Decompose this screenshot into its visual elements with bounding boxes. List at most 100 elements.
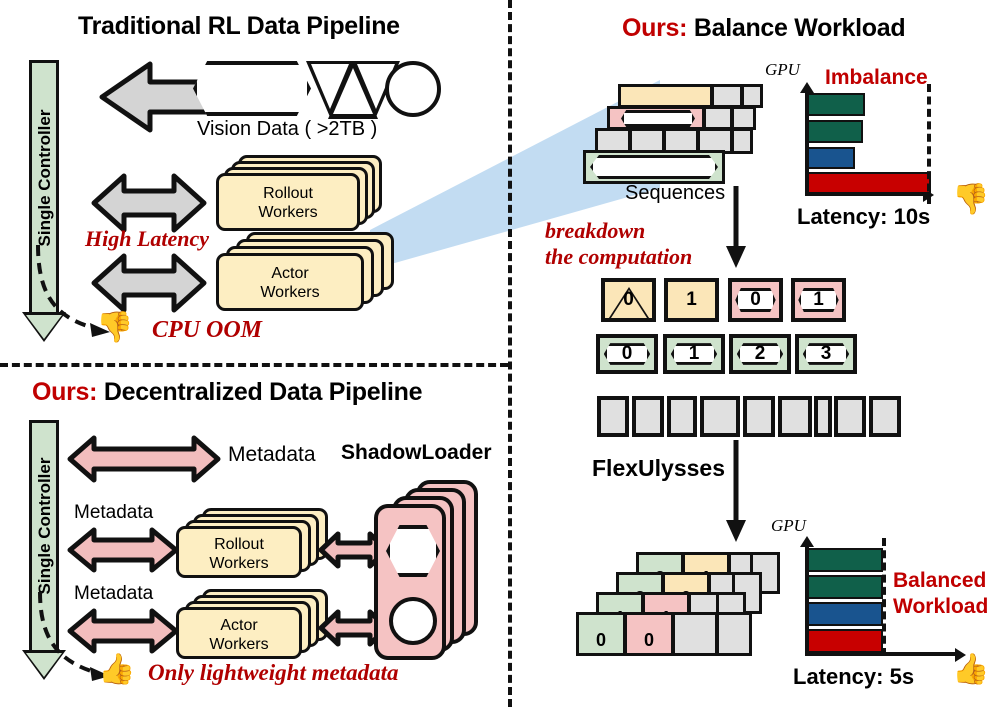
vision-circle-icon xyxy=(385,61,441,117)
balanced-chart-title: Balanced Workload xyxy=(893,568,988,620)
gray-strip-box-2 xyxy=(667,396,697,437)
thumb-up-icon-bottom: 👍 xyxy=(98,653,136,686)
ours-prefix-bottom-left: Ours: xyxy=(32,378,98,406)
gray-strip-box-4 xyxy=(743,396,775,437)
single-controller-label-bottom: Single Controller xyxy=(35,457,54,595)
breakdown-down-arrow xyxy=(726,186,746,268)
flexulysses-label: FlexUlysses xyxy=(592,455,725,481)
metadata-arrow-rollout xyxy=(66,526,180,574)
token-value-row1-3: 1 xyxy=(813,289,824,310)
cpu-oom-annotation: CPU OOM xyxy=(152,317,263,343)
flexulysses-down-arrow xyxy=(726,440,746,542)
thumb-down-icon-imbalance: 👎 xyxy=(952,183,990,216)
token-value-row1-1: 1 xyxy=(686,289,697,310)
metadata-arrow-long xyxy=(66,434,222,484)
page-title-traditional: Traditional RL Data Pipeline xyxy=(78,12,400,40)
actor-workers-label-bottom: Actor Workers xyxy=(209,617,269,653)
rollout-workers-label-top: Rollout Workers xyxy=(258,185,318,221)
rollout-workers-stack-bottom[interactable]: Rollout Workers xyxy=(176,508,336,588)
ours-prefix-right: Ours: xyxy=(622,14,688,42)
vision-hexagon-icon xyxy=(193,61,311,116)
token-value-row2-0: 0 xyxy=(621,343,633,364)
imbalance-chart: GPU Imbalance Latency: 10s xyxy=(765,60,995,229)
thumb-up-icon-balanced: 👍 xyxy=(952,653,990,686)
gray-strip-box-5 xyxy=(778,396,812,437)
actor-workers-stack-top[interactable]: Actor Workers xyxy=(216,232,396,320)
metadata-label-long: Metadata xyxy=(228,443,316,466)
connector-beam xyxy=(370,80,660,270)
token-value-row2-1: 1 xyxy=(688,343,700,364)
decentralized-title-rest: Decentralized Data Pipeline xyxy=(97,378,423,406)
imbalance-deadline-marker xyxy=(927,84,931,204)
bcard-front-1: 0 xyxy=(643,630,654,650)
imbalance-y-axis-label: GPU xyxy=(765,60,800,79)
balanced-bar-2 xyxy=(807,602,883,626)
imbalance-bar-3 xyxy=(807,172,931,194)
breakdown-line-2: the computation xyxy=(545,244,693,269)
balanced-deadline-marker xyxy=(882,538,886,656)
gray-strip-box-8 xyxy=(869,396,901,437)
gray-strip-box-3 xyxy=(700,396,740,437)
vision-data-label: Vision Data ( >2TB ) xyxy=(197,118,378,140)
token-hexagon-row2-0-icon xyxy=(603,343,651,365)
imbalance-x-axis-label: Latency: 10s xyxy=(797,204,931,229)
rollout-workers-stack-top[interactable]: Rollout Workers xyxy=(216,155,386,243)
balanced-chart: GPU Balanced Workload Latency: 5s xyxy=(771,512,995,689)
token-box-row2-1[interactable]: 1 xyxy=(663,334,725,374)
single-controller-arrow-top: Single Controller xyxy=(22,60,66,345)
page-title-ours-decentralized: Ours: Decentralized Data Pipeline xyxy=(32,378,423,407)
token-box-row1-3[interactable]: 1 xyxy=(791,278,846,322)
token-value-row1-2: 0 xyxy=(750,289,761,310)
token-value-row1-0: 0 xyxy=(623,289,634,310)
imbalance-chart-title: Imbalance xyxy=(825,66,928,89)
balanced-title-line1: Balanced xyxy=(893,569,987,592)
controller-to-metadata-dashed-arrow xyxy=(38,592,110,681)
token-value-row2-2: 2 xyxy=(754,343,766,364)
metadata-label-actor: Metadata xyxy=(74,583,154,604)
token-box-row1-0[interactable]: 0 xyxy=(601,278,656,322)
imbalance-bar-1 xyxy=(807,120,863,143)
shadowloader-label: ShadowLoader xyxy=(341,441,492,464)
imbalance-bar-2 xyxy=(807,147,855,169)
thumb-down-icon-top: 👎 xyxy=(96,311,134,344)
gray-strip-box-7 xyxy=(834,396,866,437)
token-hexagon-row1-3-icon xyxy=(798,287,839,313)
shadowloader-stack[interactable] xyxy=(374,480,504,660)
lightweight-metadata-annotation: Only lightweight metadata xyxy=(148,660,399,685)
token-hexagon-row2-1-icon xyxy=(670,343,718,365)
balance-title-rest: Balance Workload xyxy=(687,14,906,42)
horizontal-divider xyxy=(0,363,508,367)
controller-actor-arrow xyxy=(90,252,208,314)
token-box-row2-0[interactable]: 0 xyxy=(596,334,658,374)
breakdown-line-1: breakdown xyxy=(545,218,646,243)
balanced-bar-3 xyxy=(807,629,883,653)
token-hexagon-row2-3-icon xyxy=(802,343,850,365)
token-hexagon-row2-2-icon xyxy=(736,343,784,365)
bcard-front-0: 0 xyxy=(595,630,606,650)
token-box-row1-1[interactable]: 1 xyxy=(664,278,719,322)
token-value-row2-3: 3 xyxy=(820,343,832,364)
gray-strip-box-6 xyxy=(814,396,832,437)
token-box-row2-2[interactable]: 2 xyxy=(729,334,791,374)
high-latency-annotation: High Latency xyxy=(85,226,210,251)
controller-rollout-arrow xyxy=(90,172,208,234)
rollout-workers-label-bottom: Rollout Workers xyxy=(209,536,269,572)
token-box-row2-3[interactable]: 3 xyxy=(795,334,857,374)
balanced-cards-stack[interactable]: 2 1 3 0 1 1 0 0 xyxy=(576,552,780,656)
metadata-label-rollout: Metadata xyxy=(74,502,154,523)
page-title-ours-balance: Ours: Balance Workload xyxy=(622,14,906,43)
actor-workers-stack-bottom[interactable]: Actor Workers xyxy=(176,589,336,669)
single-controller-arrow-bottom: Single Controller xyxy=(22,420,66,680)
token-box-row1-2[interactable]: 0 xyxy=(728,278,783,322)
shadowloader-hexagon-icon xyxy=(386,525,440,577)
vertical-divider xyxy=(508,0,512,707)
shadowloader-front-card xyxy=(374,504,446,660)
balanced-title-line2: Workload xyxy=(893,595,989,618)
gray-strip-box-0 xyxy=(597,396,629,437)
sequences-stack[interactable] xyxy=(583,84,773,184)
breakdown-annotation: breakdown the computation xyxy=(545,218,692,270)
actor-workers-label-top: Actor Workers xyxy=(260,265,320,301)
balanced-bar-1 xyxy=(807,575,883,599)
sequences-label: Sequences xyxy=(625,182,726,204)
balanced-bar-0 xyxy=(807,548,883,572)
